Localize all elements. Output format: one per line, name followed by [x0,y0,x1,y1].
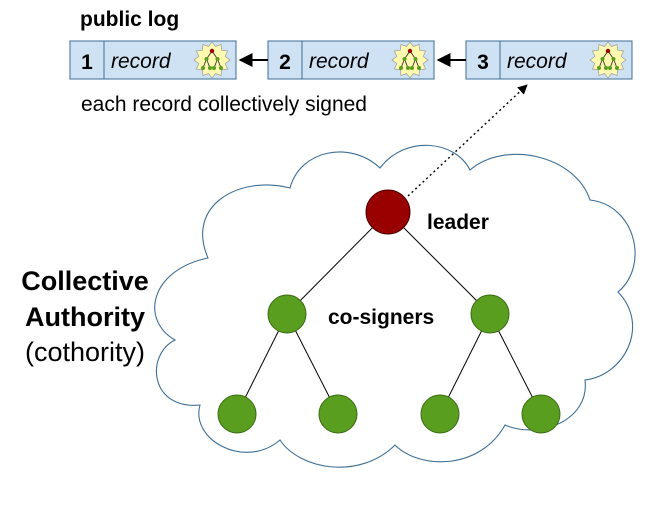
edge-leader-left [286,211,389,315]
cosigner-node [521,394,561,434]
authority-subtitle: (cothority) [25,337,145,367]
edge-leader-right [387,211,491,315]
record-box: 1 record [69,40,237,80]
authority-title-line2: Authority [25,302,145,332]
authority-title-line1: Collective [21,266,149,296]
leader-label: leader [427,211,489,234]
record-number: 3 [477,51,489,74]
cosigners-label: co-signers [328,306,434,329]
record-label: record [309,50,370,73]
cosigner-node [267,294,307,334]
cosigner-node [420,394,460,434]
record-label: record [111,50,172,73]
log-caption: each record collectively signed [81,93,367,116]
cosigner-node [318,394,358,434]
record-number: 1 [81,51,93,74]
record-box: 2 record [267,40,435,80]
record-box: 3 record [465,40,633,80]
log-title: public log [80,8,179,31]
record-label: record [507,50,568,73]
cosigner-node [470,294,510,334]
cloud-shape [154,144,636,468]
record-number: 2 [279,51,291,74]
dotted-arrow [407,84,528,197]
cosigner-node [217,394,257,434]
leader-node [365,189,411,235]
